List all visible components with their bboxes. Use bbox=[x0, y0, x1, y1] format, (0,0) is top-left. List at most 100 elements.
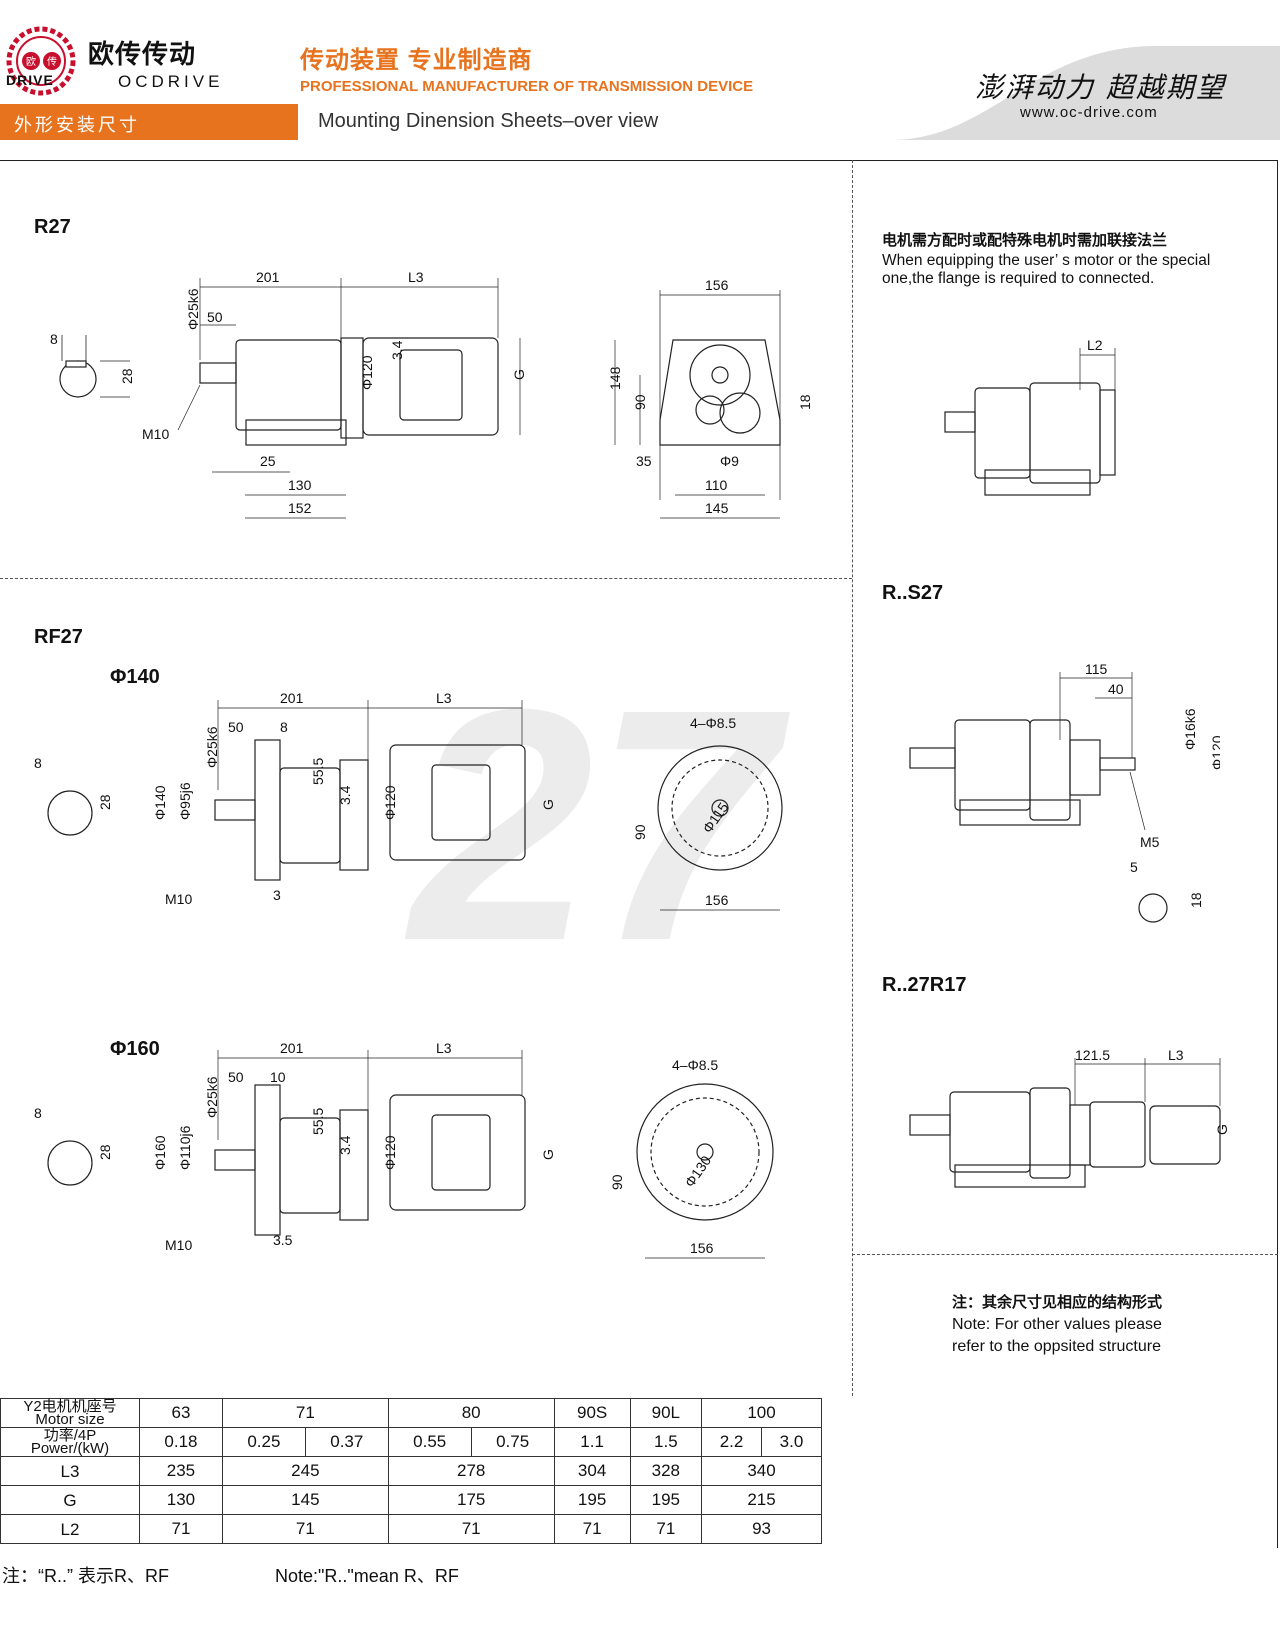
section-title-en: Mounting Dinension Sheets–over view bbox=[318, 110, 659, 132]
flange-note-cn: 电机需方配时或配特殊电机时需加联接法兰 bbox=[882, 232, 1168, 249]
phi140-d140: Φ140 bbox=[152, 785, 168, 820]
rf27-phi160-drawing: 8 28 201 L3 50 10 Φ25k6 Φ160 Φ110j6 55.5… bbox=[34, 1040, 774, 1259]
brand-name-cn: 欧传传动 bbox=[88, 39, 197, 69]
phi160-d55: 55.5 bbox=[310, 1108, 326, 1135]
rs27-d18: 18 bbox=[1188, 892, 1204, 908]
gear-logo-icon: 欧 传 bbox=[6, 26, 76, 96]
r27-d50: 50 bbox=[207, 309, 223, 325]
footer-note-en: Note:"R.."mean R、RF bbox=[275, 1566, 459, 1586]
r27-d28: 28 bbox=[119, 368, 135, 384]
motor-label-cn: Y2电机机座号 bbox=[23, 1398, 117, 1415]
table-cell: 0.25 bbox=[221, 1427, 306, 1457]
rs27-d120: Φ120 bbox=[1209, 735, 1220, 770]
table-cell: 63 bbox=[139, 1398, 223, 1428]
phi140-d3_4: 3.4 bbox=[337, 785, 353, 805]
r27-shaft: Φ25k6 bbox=[185, 288, 201, 330]
drawing-frame bbox=[0, 160, 1278, 1548]
r27-d148: 148 bbox=[607, 366, 623, 390]
table-cell: 175 bbox=[387, 1485, 555, 1515]
power-label-cn: 功率/4P bbox=[43, 1427, 97, 1444]
slogan: 澎湃动力 超越期望 bbox=[975, 71, 1226, 104]
phi160-d110: Φ110j6 bbox=[177, 1125, 193, 1170]
phi140-L3: L3 bbox=[436, 690, 452, 706]
table-row: 功率/4P Power/(kW) 0.18 0.25 0.37 0.55 0.7… bbox=[0, 1427, 823, 1457]
flange-note-en2: one,the flange is required to connected. bbox=[882, 270, 1155, 287]
r27-L3: L3 bbox=[408, 269, 424, 285]
r27-drawing: 8 28 201 L3 50 Φ25k6 Φ120 3.4 G M10 25 1… bbox=[50, 269, 813, 519]
table-cell: 215 bbox=[701, 1485, 822, 1515]
phi160-d3_4: 3.4 bbox=[337, 1135, 353, 1155]
logo-seal-left: 欧 bbox=[26, 56, 36, 68]
power-label-en: Power/(kW) bbox=[30, 1440, 110, 1457]
phi140-holes: 4–Φ8.5 bbox=[690, 715, 736, 731]
phi160-d10: 10 bbox=[270, 1069, 286, 1085]
table-cell: 130 bbox=[139, 1485, 223, 1515]
phi160-M10: M10 bbox=[165, 1237, 192, 1253]
r27-d145: 145 bbox=[705, 500, 729, 516]
phi140-d28: 28 bbox=[97, 794, 113, 810]
phi160-key8: 8 bbox=[34, 1105, 42, 1121]
r27-d3_4: 3.4 bbox=[389, 340, 405, 360]
website-url: www.oc-drive.com bbox=[1020, 104, 1158, 121]
table-cell: 90L bbox=[629, 1398, 703, 1428]
rf27-phi160-title: Φ160 bbox=[110, 1038, 160, 1060]
r27r17-L3: L3 bbox=[1168, 1047, 1184, 1063]
r27-d110: 110 bbox=[705, 477, 728, 493]
watermark-27: 27 bbox=[410, 640, 778, 1009]
flange-drawing: L2 bbox=[944, 337, 1116, 496]
table-cell: 278 bbox=[387, 1456, 555, 1486]
table-row: L2 71 71 71 71 71 93 bbox=[0, 1514, 822, 1544]
table-header-cell: 功率/4P Power/(kW) bbox=[0, 1427, 140, 1457]
r27-d35: 35 bbox=[636, 453, 652, 469]
other-note-en2: refer to the oppsited structure bbox=[952, 1338, 1161, 1355]
phi160-d160: Φ160 bbox=[152, 1135, 168, 1170]
table-cell: 100 bbox=[701, 1398, 822, 1428]
rs27-d16: Φ16k6 bbox=[1182, 708, 1198, 750]
phi160-d120: Φ120 bbox=[382, 1135, 398, 1170]
header-swoosh bbox=[290, 46, 1280, 140]
motor-label-en: Motor size bbox=[35, 1411, 105, 1428]
other-note-en1: Note: For other values please bbox=[952, 1316, 1162, 1333]
table-cell: 80 bbox=[387, 1398, 555, 1428]
table-cell: 0.75 bbox=[470, 1427, 555, 1457]
table-cell: 71 bbox=[629, 1514, 703, 1544]
r27-M10: M10 bbox=[142, 426, 169, 442]
rs27-d40: 40 bbox=[1108, 681, 1124, 697]
rs27-M5: M5 bbox=[1140, 834, 1160, 850]
r27-d120: Φ120 bbox=[359, 355, 375, 390]
table-cell: 0.18 bbox=[139, 1427, 223, 1457]
table-cell: 71 bbox=[221, 1514, 389, 1544]
divider-right bbox=[852, 1254, 1278, 1255]
table-cell: 195 bbox=[629, 1485, 703, 1515]
table-cell: 3.0 bbox=[760, 1427, 823, 1457]
table-cell: 245 bbox=[221, 1456, 389, 1486]
r27r17-d121_5: 121.5 bbox=[1075, 1047, 1110, 1063]
phi140-shaft: Φ25k6 bbox=[204, 726, 220, 768]
flange-note-en1: When equipping the user’ s motor or the … bbox=[882, 252, 1211, 269]
rf27-phi140-title: Φ140 bbox=[110, 666, 160, 688]
page-header: 欧 传 DRIVE 欧传传动 OCDRIVE 传动装置 专业制造商 PROFES… bbox=[0, 0, 1280, 140]
tagline-cn: 传动装置 专业制造商 bbox=[300, 47, 533, 74]
r27r17-drawing: 121.5 L3 G bbox=[909, 1047, 1230, 1188]
r27r17-title: R..27R17 bbox=[882, 974, 967, 996]
phi140-M10: M10 bbox=[165, 891, 192, 907]
table-cell: 71 bbox=[387, 1514, 555, 1544]
other-note-cn: 注：其余尺寸见相应的结构形式 bbox=[952, 1294, 1163, 1311]
rf27-phi140-drawing: 8 28 201 L3 50 8 Φ25k6 Φ140 Φ95j6 55.5 3… bbox=[34, 690, 783, 911]
table-cell: 0.37 bbox=[304, 1427, 389, 1457]
divider-left bbox=[0, 578, 852, 579]
phi140-key8: 8 bbox=[34, 755, 42, 771]
footer-note-cn: 注：“R..” 表示R、RF bbox=[2, 1566, 169, 1586]
table-cell: 195 bbox=[553, 1485, 631, 1515]
table-row: G 130 145 175 195 195 215 bbox=[0, 1485, 822, 1515]
phi160-G: G bbox=[540, 1149, 556, 1160]
rs27-d115: 115 bbox=[1085, 661, 1108, 677]
phi140-G: G bbox=[540, 799, 556, 810]
flange-L2: L2 bbox=[1087, 337, 1103, 353]
phi160-d201: 201 bbox=[280, 1040, 304, 1056]
r27-d130: 130 bbox=[288, 477, 312, 493]
phi160-d156: 156 bbox=[690, 1240, 714, 1256]
table-cell: 2.2 bbox=[701, 1427, 762, 1457]
phi140-d55: 55.5 bbox=[310, 758, 326, 785]
r27-d18: 18 bbox=[797, 394, 813, 410]
